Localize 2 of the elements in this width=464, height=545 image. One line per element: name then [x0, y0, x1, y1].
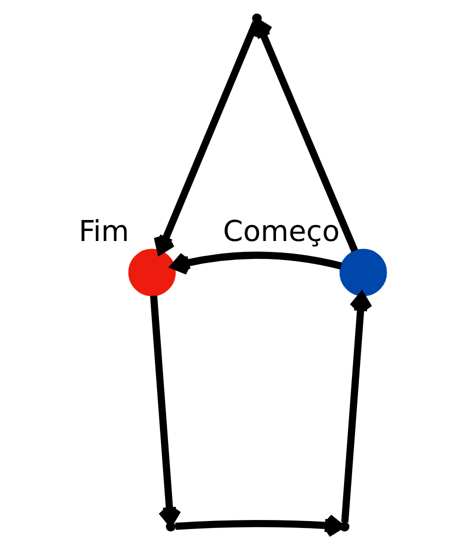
node-label: Fim — [78, 214, 129, 248]
node-label: Começo — [222, 214, 340, 248]
